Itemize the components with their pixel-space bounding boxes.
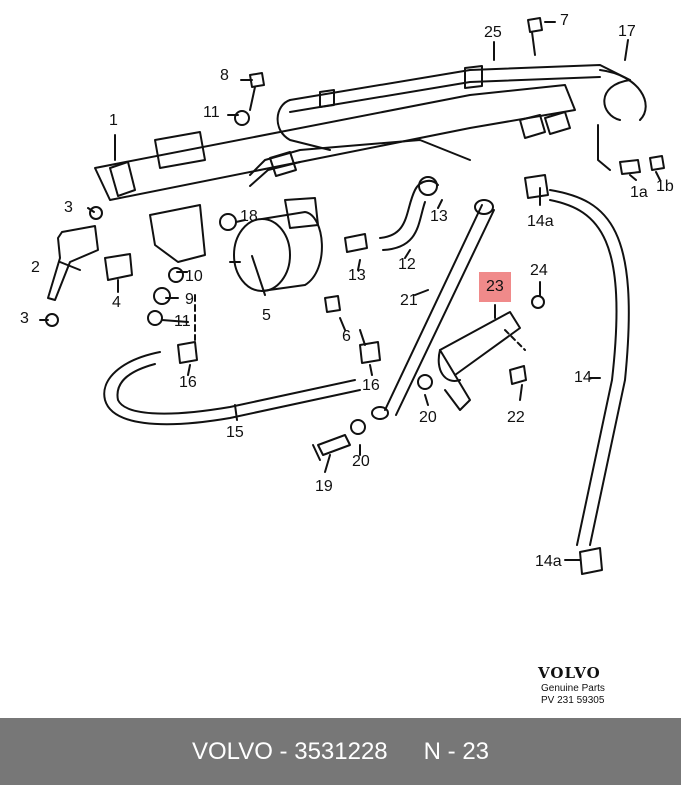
callout-4: 4 xyxy=(112,294,121,311)
callout-20: 20 xyxy=(419,409,437,426)
callout-5: 5 xyxy=(262,307,271,324)
callout-13: 13 xyxy=(348,267,366,284)
callout-23-highlighted: 23 xyxy=(479,272,511,302)
callout-2: 2 xyxy=(31,259,40,276)
callout-11: 11 xyxy=(203,104,220,121)
callout-14a: 14a xyxy=(527,213,554,230)
callout-16: 16 xyxy=(362,377,380,394)
callout-6: 6 xyxy=(342,328,351,345)
callout-11: 11 xyxy=(174,313,191,330)
callout-18: 18 xyxy=(240,208,258,225)
callout-1b: 1b xyxy=(656,178,674,195)
callout-1a: 1a xyxy=(630,184,648,201)
callout-25: 25 xyxy=(484,24,502,41)
footer-bar: VOLVO - 3531228 N - 23 xyxy=(0,718,681,785)
hose-14 xyxy=(549,189,630,546)
callout-10: 10 xyxy=(185,268,203,285)
callout-3: 3 xyxy=(20,310,29,327)
brand-subtitle: Genuine Parts xyxy=(541,683,605,694)
callout-3: 3 xyxy=(64,199,73,216)
callout-19: 19 xyxy=(315,478,333,495)
callout-17: 17 xyxy=(618,23,636,40)
footer-part-number: VOLVO - 3531228 xyxy=(191,737,388,765)
callout-20: 20 xyxy=(352,453,370,470)
callout-1: 1 xyxy=(109,112,118,129)
callout-15: 15 xyxy=(226,424,244,441)
fuel-pipe-25 xyxy=(289,64,631,101)
callout-13: 13 xyxy=(430,208,448,225)
bracket-17 xyxy=(599,69,647,121)
fuel-rail xyxy=(94,84,576,201)
bolt-8 xyxy=(249,72,265,111)
callout-14a: 14a xyxy=(535,553,562,570)
callout-21: 21 xyxy=(400,292,418,309)
callout-14: 14 xyxy=(574,369,592,386)
callout-7: 7 xyxy=(560,12,569,29)
fuel-rail-bracket-left xyxy=(154,131,206,169)
callout-8: 8 xyxy=(220,67,229,84)
volvo-brand-logo: VOLVO xyxy=(538,664,601,682)
callout-22: 22 xyxy=(507,409,525,426)
brand-code: PV 231 59305 xyxy=(541,695,605,706)
injector-2 xyxy=(47,225,99,301)
callout-12: 12 xyxy=(398,256,416,273)
bolt-7 xyxy=(527,17,543,56)
pressure-regulator xyxy=(233,218,291,292)
hose-12 xyxy=(379,179,439,239)
hose-15 xyxy=(103,351,361,426)
parts-diagram xyxy=(39,17,665,575)
rail-mount-bracket xyxy=(149,204,206,263)
callout-16: 16 xyxy=(179,374,197,391)
callout-24: 24 xyxy=(530,262,548,279)
hose-21 xyxy=(384,204,495,416)
part-23-sensor xyxy=(439,311,521,376)
callout-9: 9 xyxy=(185,291,194,308)
footer-reference: N - 23 xyxy=(423,737,490,765)
